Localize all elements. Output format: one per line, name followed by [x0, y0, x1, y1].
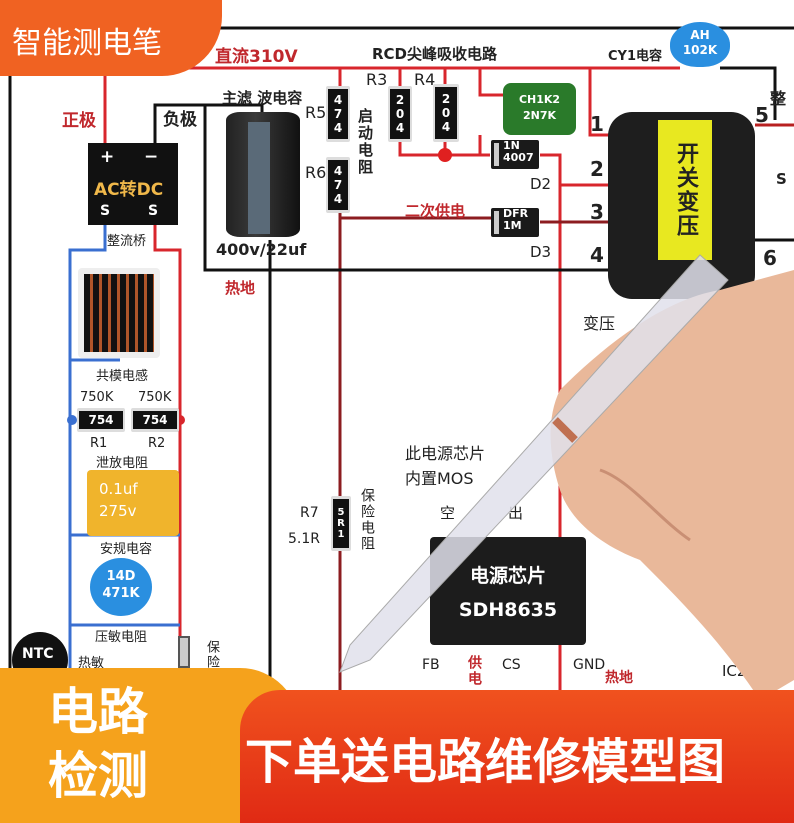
fuse-label: 保险: [204, 640, 219, 670]
secondary-supply-label: 二次供电: [405, 202, 466, 220]
positive-label: 正极: [62, 111, 96, 131]
dc310-label: 直流310V: [215, 47, 298, 67]
chip-note-line2: 内置MOS: [405, 469, 474, 488]
r4-label: R4: [414, 70, 436, 89]
rcd-label: RCD尖峰吸收电路: [372, 45, 498, 63]
empty-label: 空: [440, 504, 456, 522]
banner-right: [240, 690, 794, 823]
bridge-name: 整流桥: [107, 234, 147, 249]
r2-label: R2: [148, 436, 166, 451]
chip-pin-cs: CS: [502, 657, 521, 673]
r1-value: 750K: [80, 390, 114, 405]
switching-transformer: 开关变压: [608, 112, 755, 299]
varistor-label: 压敏电阻: [95, 630, 148, 645]
main-cap-rating: 400v/22uf: [216, 240, 307, 259]
x-capacitor-label: 安规电容: [100, 542, 153, 557]
chip-pin-fb: FB: [422, 657, 440, 673]
d2-label: D2: [530, 175, 552, 193]
main-filter-capacitor: [226, 112, 300, 237]
r7-value: 5.1R: [288, 531, 320, 547]
pin-4: 4: [590, 243, 604, 267]
s-label-partial: S: [776, 170, 787, 188]
r5-label: R5: [305, 103, 327, 122]
pin-3: 3: [590, 200, 604, 224]
banner-left-text: 电路检测: [48, 683, 148, 805]
common-mode-choke: [78, 268, 160, 358]
hot-ground-label: 热地: [225, 279, 256, 297]
hot-ground-label-2: 热地: [605, 670, 633, 686]
pin-6: 6: [763, 246, 777, 270]
r3-label: R3: [366, 70, 388, 89]
rectifier-label-partial: 整: [770, 89, 787, 108]
startup-resistor-label: 启动电阻: [356, 108, 374, 176]
title-badge: [0, 0, 222, 76]
pin-1: 1: [590, 112, 604, 136]
fuse-icon: [178, 636, 190, 668]
main-cap-label: 主滤 波电容: [222, 89, 303, 107]
bridge-rectifier: + − AC转DC S S: [88, 143, 178, 225]
pin-2: 2: [590, 157, 604, 181]
transformer-label-partial: 变压: [583, 314, 616, 333]
choke-label: 共模电感: [96, 369, 149, 384]
chip-pin-gnd: GND: [573, 657, 606, 673]
cy1-label: CY1电容: [608, 49, 662, 64]
r7-label: R7: [300, 505, 319, 521]
fuse-resistor-label: 保险电阻: [359, 488, 375, 552]
badge-title: 智能测电笔: [12, 26, 162, 61]
banner-promo-text: 下单送电路维修模型图: [245, 734, 726, 790]
r6-label: R6: [305, 163, 327, 182]
r1-resistor: 754: [77, 408, 125, 432]
d3-label: D3: [530, 243, 552, 261]
thermistor-label: 热敏: [78, 656, 105, 671]
test-pen: [339, 254, 729, 673]
r2-value: 750K: [138, 390, 172, 405]
chip-note-line1: 此电源芯片: [405, 444, 486, 463]
negative-label: 负极: [163, 110, 197, 130]
r2-resistor: 754: [131, 408, 179, 432]
chip-pin-vcc: 供电: [466, 655, 482, 687]
r1-label: R1: [90, 436, 108, 451]
pin-5: 5: [755, 103, 769, 127]
bleed-resistor-label: 泄放电阻: [96, 456, 149, 471]
junction-dot: [438, 148, 452, 162]
